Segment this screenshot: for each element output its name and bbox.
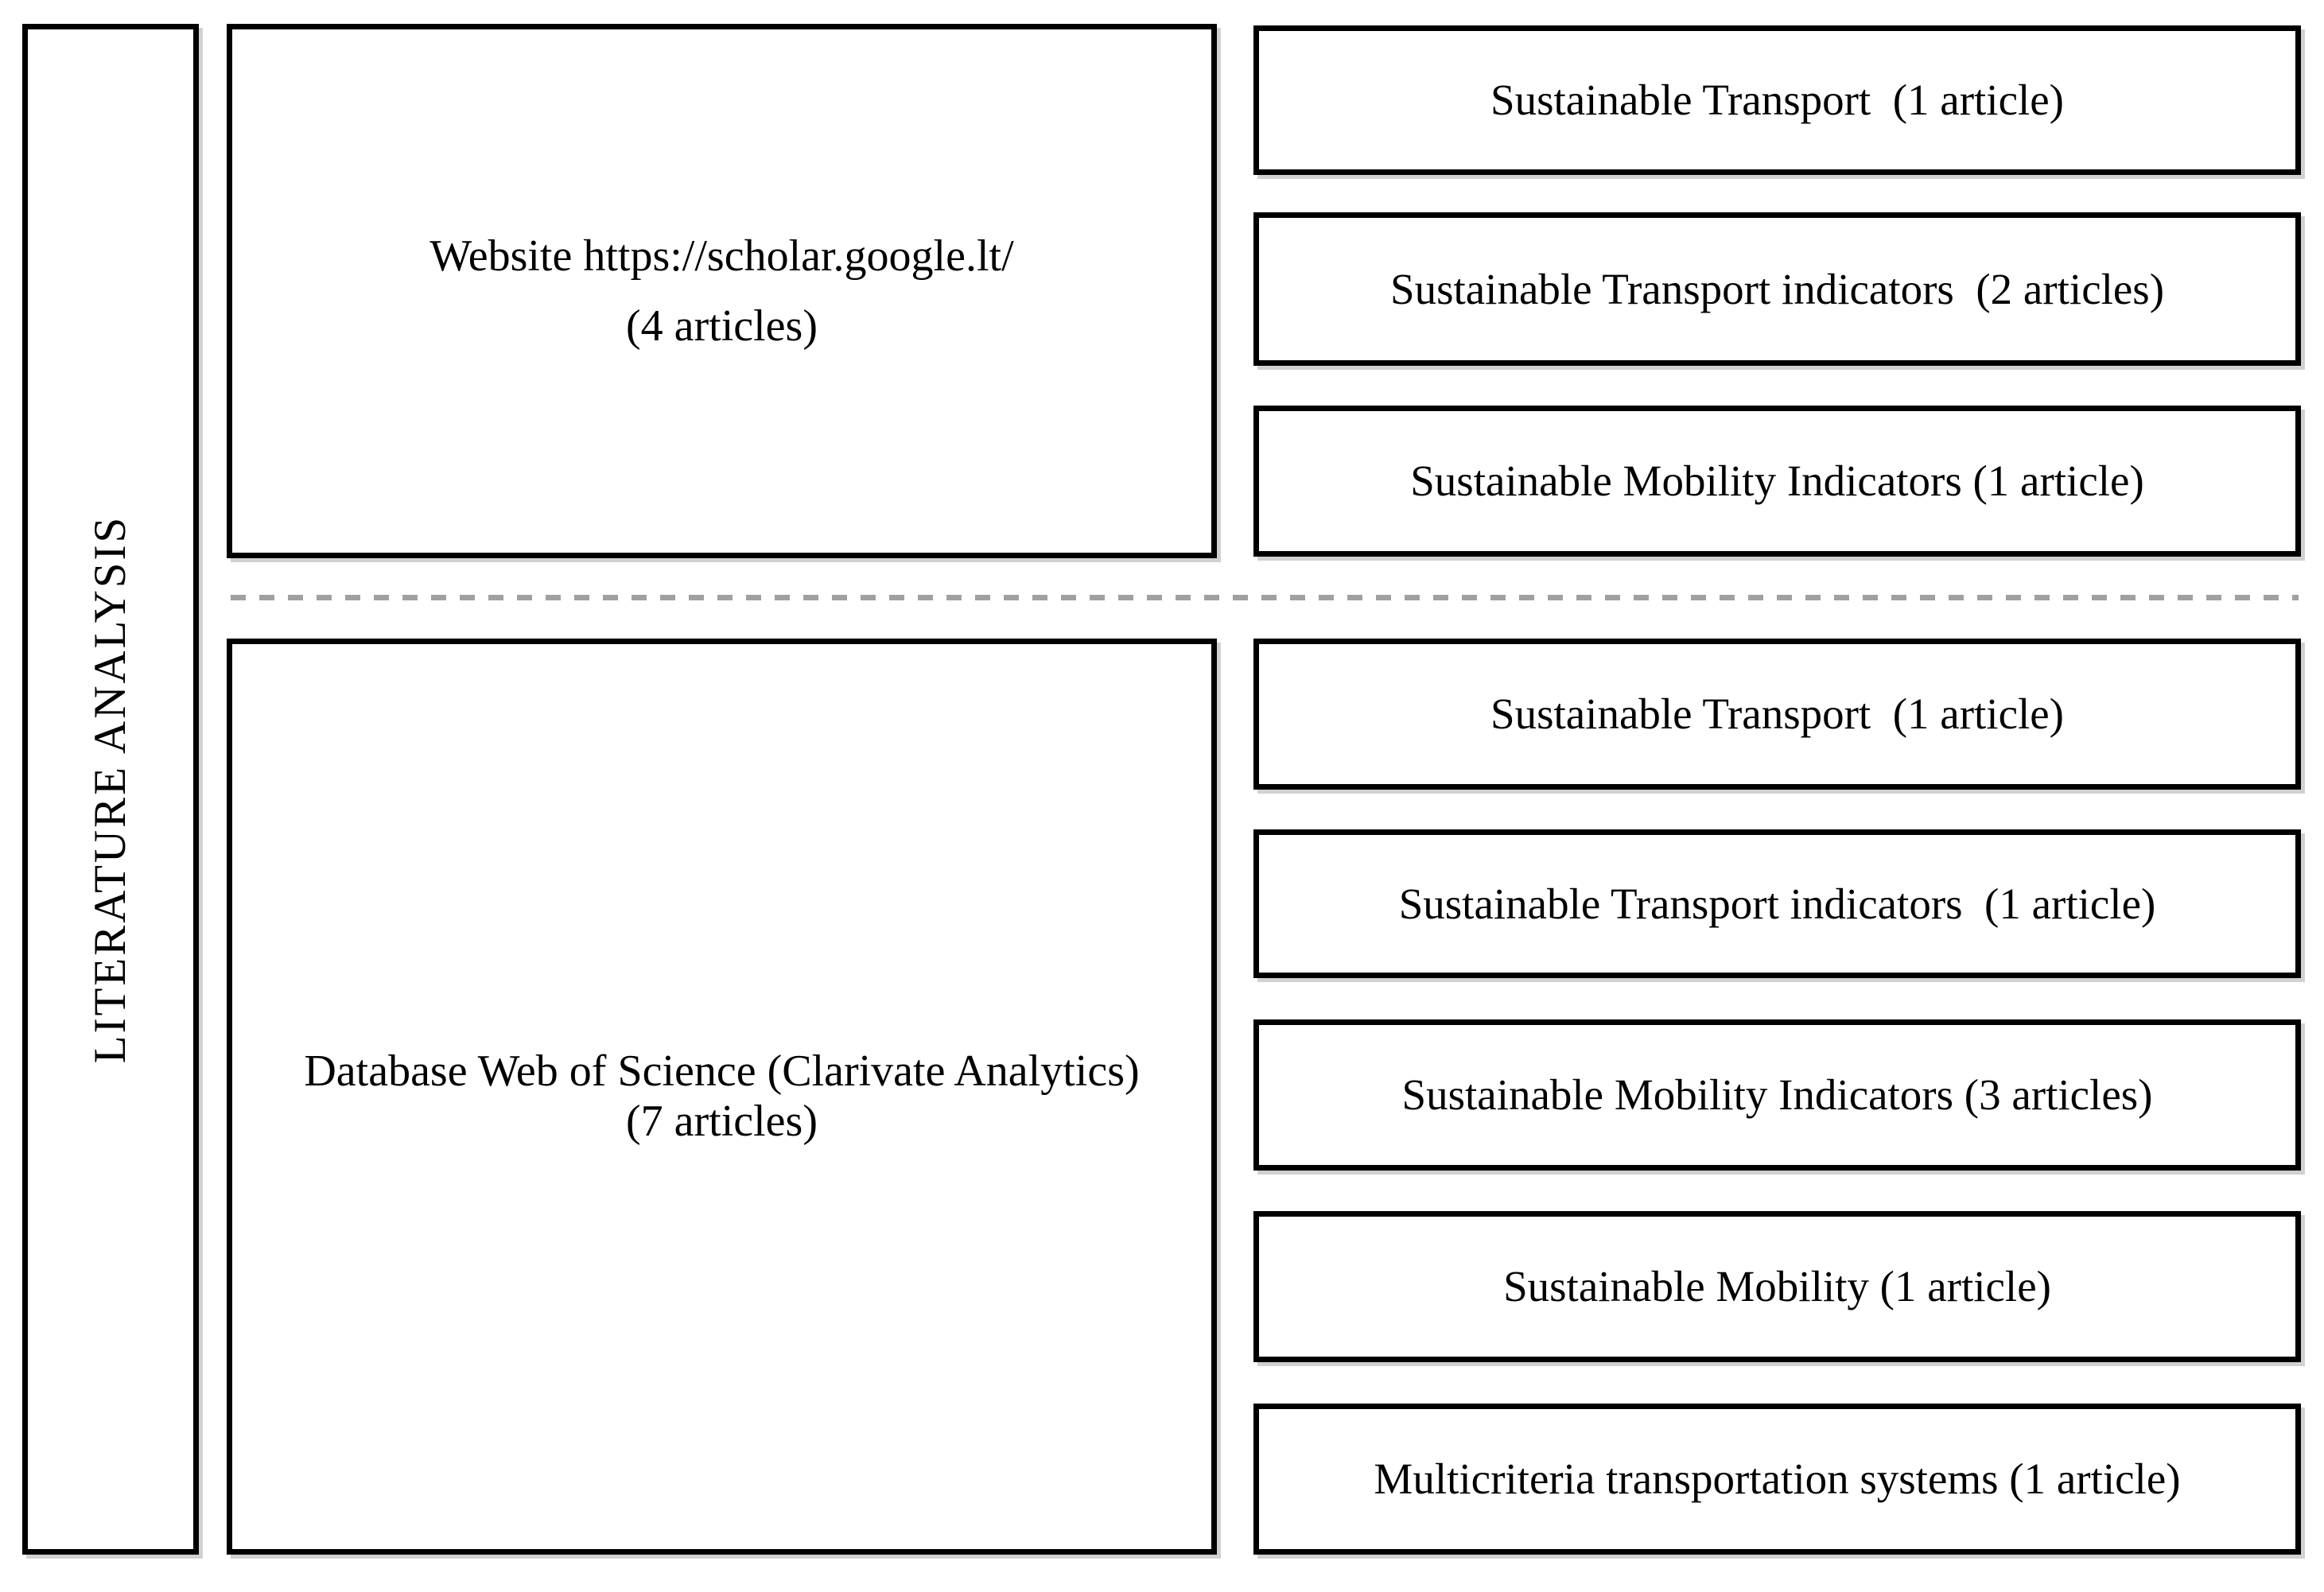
result-box-gs-sustainable-transport-indicators: Sustainable Transport indicators (2 arti… <box>1253 212 2301 366</box>
source-box-web-of-science: Database Web of Science (Clarivate Analy… <box>227 639 1217 1555</box>
result-box-wos-sustainable-mobility: Sustainable Mobility (1 article) <box>1253 1211 2301 1362</box>
result-box-wos-sustainable-transport: Sustainable Transport (1 article) <box>1253 639 2301 790</box>
result-box-wos-sustainable-transport-indicators: Sustainable Transport indicators (1 arti… <box>1253 829 2301 978</box>
result-box-gs-sustainable-mobility-indicators: Sustainable Mobility Indicators (1 artic… <box>1253 406 2301 557</box>
result-label: Sustainable Transport (1 article) <box>1490 689 2064 738</box>
sidebar-literature-analysis: LITERATURE ANALYSIS <box>22 24 199 1555</box>
google-scholar-article-count: (4 articles) <box>626 301 818 351</box>
result-label: Sustainable Transport indicators (1 arti… <box>1398 879 2156 928</box>
result-label: Multicriteria transportation systems (1 … <box>1374 1454 2181 1503</box>
result-box-gs-sustainable-transport: Sustainable Transport (1 article) <box>1253 25 2301 175</box>
result-box-wos-multicriteria-transportation-systems: Multicriteria transportation systems (1 … <box>1253 1404 2301 1555</box>
result-label: Sustainable Transport indicators (2 arti… <box>1389 264 2165 313</box>
result-label: Sustainable Mobility (1 article) <box>1503 1262 2051 1310</box>
sidebar-label: LITERATURE ANALYSIS <box>85 514 136 1064</box>
source-box-google-scholar: Website https://scholar.google.lt/ (4 ar… <box>227 24 1217 558</box>
source-box-web-of-science-text: Database Web of Science (Clarivate Analy… <box>304 1046 1139 1146</box>
result-label: Sustainable Mobility Indicators (3 artic… <box>1401 1070 2153 1119</box>
dashed-separator <box>231 595 2299 600</box>
web-of-science-source-title: Database Web of Science (Clarivate Analy… <box>304 1046 1140 1097</box>
source-box-google-scholar-text: Website https://scholar.google.lt/ (4 ar… <box>429 221 1013 362</box>
web-of-science-article-count: (7 articles) <box>626 1097 818 1146</box>
google-scholar-source-title: Website https://scholar.google.lt/ <box>429 231 1014 281</box>
result-label: Sustainable Transport (1 article) <box>1490 76 2064 124</box>
result-label: Sustainable Mobility Indicators (1 artic… <box>1410 456 2144 505</box>
result-box-wos-sustainable-mobility-indicators: Sustainable Mobility Indicators (3 artic… <box>1253 1019 2301 1171</box>
